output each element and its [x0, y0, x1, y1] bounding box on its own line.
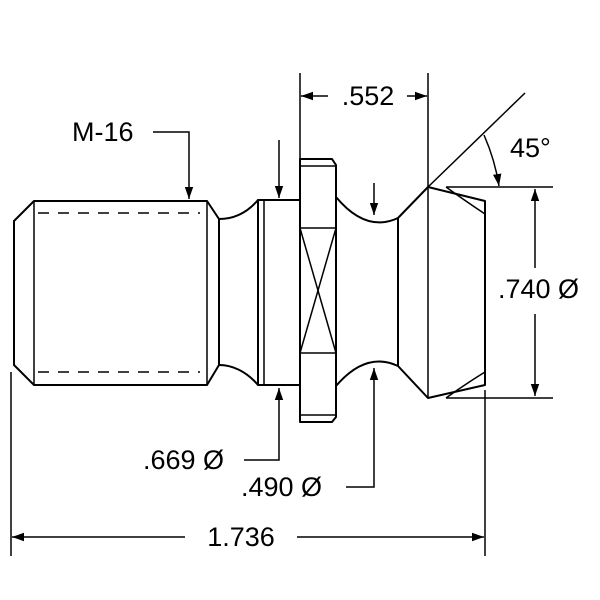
thread-leader	[153, 131, 194, 199]
head-dia-label: .740 Ø	[498, 274, 579, 304]
angle-ext-line	[427, 92, 526, 188]
shank-dia-label: .669 Ø	[143, 445, 224, 475]
head-taper-bottom	[445, 371, 486, 399]
head-taper-top	[445, 186, 486, 215]
part-outline	[13, 158, 486, 423]
thread-undercut	[218, 199, 259, 386]
neck-dia-leader	[346, 368, 379, 488]
neck-body	[335, 196, 399, 387]
neck-dia-label: .490 Ø	[241, 472, 322, 502]
thread-body	[13, 200, 220, 386]
thread-label: M-16	[72, 117, 134, 147]
head-body	[397, 186, 486, 399]
angle-label: 45°	[510, 133, 551, 163]
length-label: 1.736	[207, 522, 275, 552]
dimensions: 1.736 .552 45° .740 Ø M-16 .669 Ø .490 Ø	[10, 73, 579, 556]
flange-body	[299, 158, 337, 423]
shank-dia-leader	[244, 388, 284, 461]
flange-width-label: .552	[342, 81, 395, 111]
flat-cross-b	[299, 227, 337, 354]
angle-arc	[483, 134, 502, 187]
